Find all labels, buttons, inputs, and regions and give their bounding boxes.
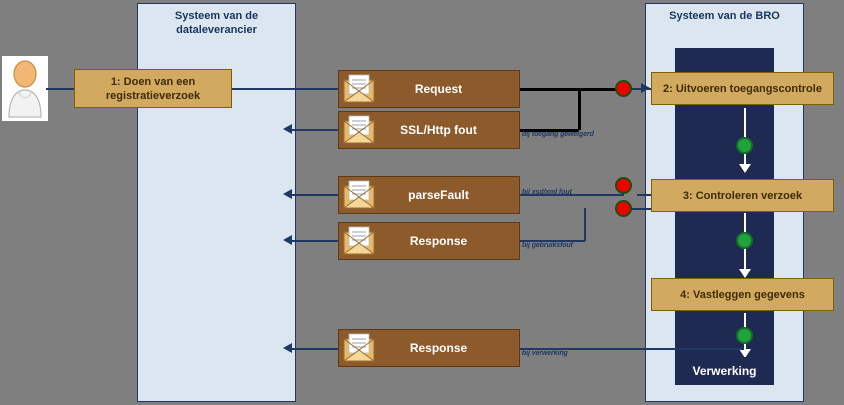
line-step1-to-request xyxy=(232,88,338,90)
message-parsefault-label: parseFault xyxy=(408,188,469,202)
dot-green-na-controleren[interactable] xyxy=(736,232,753,249)
step-2-uitvoeren-toegangscontrole[interactable]: 2: Uitvoeren toegangscontrole xyxy=(651,72,834,105)
arrow-response-validatie xyxy=(283,235,292,245)
arrow-response-verwerking xyxy=(283,343,292,353)
bro-flow-arrow-3 xyxy=(739,349,751,358)
dot-green-na-vastleggen[interactable] xyxy=(736,327,753,344)
message-request-label: Request xyxy=(414,82,463,96)
lane-dataleverancier-title-line1: Systeem van de xyxy=(174,10,259,22)
step-1-label-line1: 1: Doen van een xyxy=(110,75,196,88)
envelope-icon xyxy=(342,331,376,365)
verwerking-label-box: Verwerking xyxy=(675,357,774,385)
step-1-doen-registratieverzoek[interactable]: 1: Doen van een registratieverzoek xyxy=(74,69,232,108)
arrow-parsefault xyxy=(283,189,292,199)
line-sslfout-to-lane xyxy=(292,129,338,131)
dot-green-na-toegangscontrole[interactable] xyxy=(736,137,753,154)
step-3-controleren-verzoek[interactable]: 3: Controleren verzoek xyxy=(651,179,834,212)
line-parsefault-right xyxy=(519,194,624,196)
message-response-verwerking-label: Response xyxy=(409,341,468,355)
verwerking-label: Verwerking xyxy=(692,364,757,378)
step-1-label-line2: registratieverzoek xyxy=(105,89,201,102)
message-response-validatie-label: Response xyxy=(409,234,468,248)
line-reddot2-to-step3 xyxy=(624,208,651,210)
annotation-xsd-fout: bij xsd/xml fout xyxy=(522,189,572,196)
line-reddot-to-step2 xyxy=(626,88,651,90)
envelope-icon xyxy=(342,224,376,258)
lane-dataleverancier-title-line2: dataleverancier xyxy=(176,24,257,36)
step-3-label: 3: Controleren verzoek xyxy=(682,189,803,202)
line-toegang-fault-vertical xyxy=(578,88,581,130)
line-response-validatie xyxy=(292,240,338,242)
line-toegang-fault-horizontal xyxy=(519,129,579,132)
envelope-icon xyxy=(342,72,376,106)
step-2-label: 2: Uitvoeren toegangscontrole xyxy=(663,82,822,95)
step-4-vastleggen-gegevens[interactable]: 4: Vastleggen gegevens xyxy=(651,278,834,311)
line-response-validatie-right xyxy=(519,240,585,242)
dot-red-geldigheid[interactable] xyxy=(615,200,632,217)
line-response-verwerking-right xyxy=(519,348,744,350)
envelope-icon xyxy=(342,178,376,212)
line-actor-to-step1 xyxy=(46,88,74,90)
actor-person-icon xyxy=(8,59,42,118)
line-request-to-toegangscontrole xyxy=(519,88,627,91)
annotation-verwerking: bij verwerking xyxy=(522,350,568,357)
message-parsefault[interactable]: parseFault xyxy=(338,176,520,214)
bro-flow-arrow-1 xyxy=(739,164,751,173)
message-ssl-http-fout-label: SSL/Http fout xyxy=(400,123,477,137)
step-4-label: 4: Vastleggen gegevens xyxy=(680,288,805,301)
line-parsefault-to-step3 xyxy=(637,194,651,196)
message-request[interactable]: Request xyxy=(338,70,520,108)
annotation-toegang-geweigerd: bij toegang geweigerd xyxy=(522,131,594,138)
bro-flow-arrow-2 xyxy=(739,269,751,278)
dot-red-toegangscontrole[interactable] xyxy=(615,80,632,97)
line-response-verwerking xyxy=(292,348,338,350)
annotation-geldigheid: bij gebruiksfout xyxy=(522,242,573,249)
message-response-verwerking[interactable]: Response xyxy=(338,329,520,367)
arrow-sslfout xyxy=(283,124,292,134)
lane-dataleverancier xyxy=(137,3,296,402)
message-response-validatie[interactable]: Response xyxy=(338,222,520,260)
message-ssl-http-fout[interactable]: SSL/Http fout xyxy=(338,111,520,149)
envelope-icon xyxy=(342,113,376,147)
dot-red-xsd-fout[interactable] xyxy=(615,177,632,194)
lane-bro-title: Systeem van de BRO xyxy=(669,10,780,22)
line-parsefault xyxy=(292,194,338,196)
actor-dataleverancier xyxy=(2,56,48,121)
line-response-validatie-elbow xyxy=(584,208,586,241)
